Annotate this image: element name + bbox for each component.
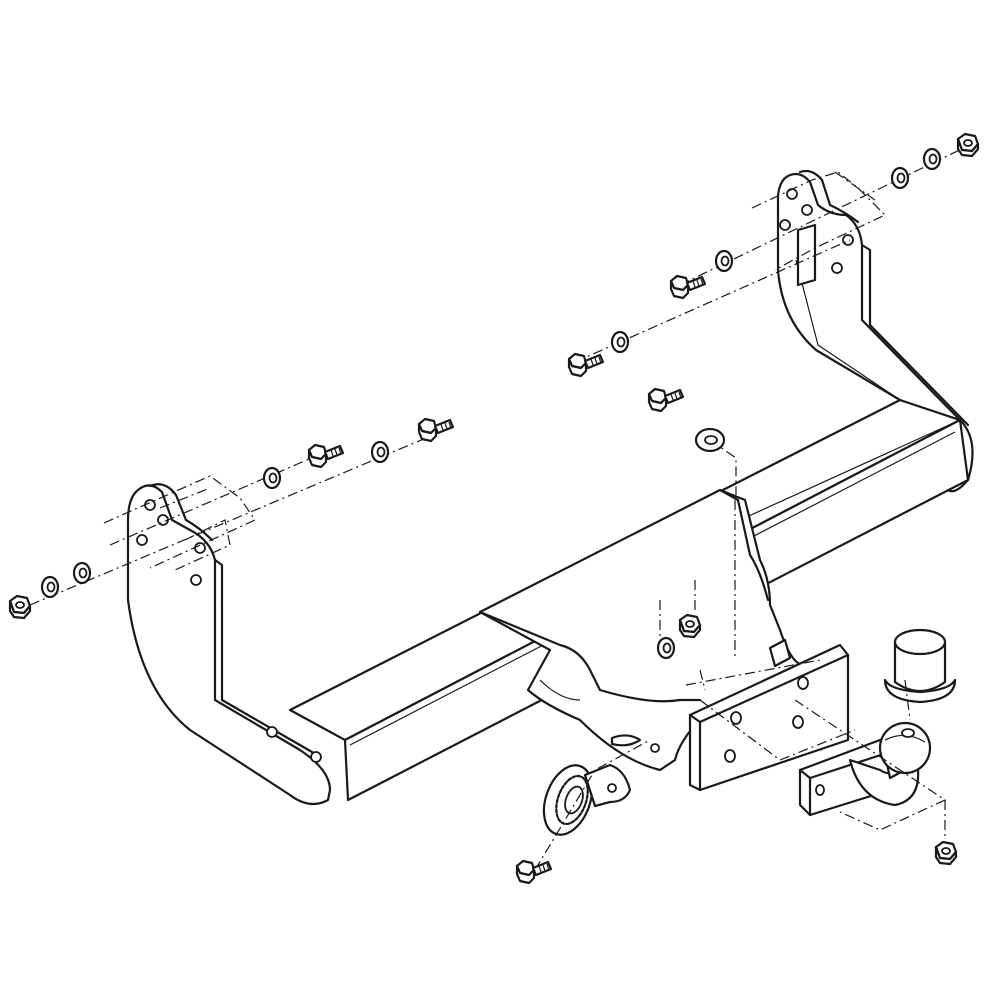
- right-side-bracket: [776, 169, 970, 427]
- nut: [934, 840, 958, 866]
- washer: [72, 561, 92, 585]
- nut: [956, 132, 980, 158]
- washer: [890, 166, 910, 190]
- fasteners: [8, 132, 980, 885]
- bolt: [669, 274, 707, 300]
- washer: [610, 330, 630, 354]
- washer: [40, 575, 60, 599]
- washer: [714, 249, 734, 273]
- electrical-socket-plate: [542, 763, 632, 836]
- washer: [922, 147, 942, 171]
- nut: [8, 594, 32, 620]
- tow-ball-mounting-plate: [688, 643, 850, 792]
- bolt: [567, 352, 605, 378]
- bolt: [307, 443, 345, 469]
- left-side-bracket: [126, 483, 332, 806]
- bolt: [647, 387, 685, 413]
- detachable-tow-ball: [798, 721, 932, 817]
- washer: [656, 636, 676, 660]
- washer: [370, 440, 390, 464]
- washer: [262, 466, 282, 490]
- bolt: [515, 859, 553, 885]
- tow-ball-cover-cap: [883, 628, 957, 704]
- washer: [694, 427, 726, 453]
- bolt: [417, 417, 455, 443]
- nut: [678, 613, 702, 639]
